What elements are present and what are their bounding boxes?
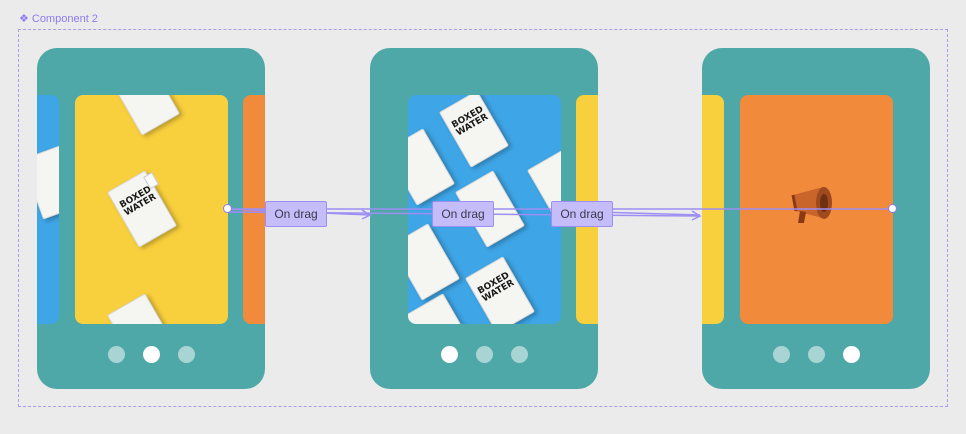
pagination-dot-active[interactable]	[440, 346, 458, 363]
pagination-dot-active[interactable]	[142, 346, 160, 363]
component-label[interactable]: ❖ Component 2	[19, 12, 98, 26]
carton-image	[408, 128, 456, 206]
carton-image	[106, 293, 178, 324]
pagination-dot[interactable]	[772, 346, 790, 363]
carton-image	[37, 144, 59, 220]
trigger-on-drag-3[interactable]: On drag	[551, 201, 613, 227]
component-frame[interactable]	[18, 29, 948, 407]
pagination-dot[interactable]	[510, 346, 528, 363]
pagination-dots	[702, 346, 930, 363]
pagination-dot[interactable]	[807, 346, 825, 363]
trigger-on-drag-2[interactable]: On drag	[432, 201, 494, 227]
slide-prev	[702, 95, 724, 324]
component-name: Component 2	[31, 12, 98, 25]
connection-start-node[interactable]	[223, 204, 232, 213]
pagination-dot[interactable]	[177, 346, 195, 363]
carton-image	[408, 223, 461, 301]
carton-image	[109, 95, 181, 136]
pagination-dots	[370, 346, 598, 363]
pagination-dot[interactable]	[107, 346, 125, 363]
slide-current[interactable]	[740, 95, 893, 324]
megaphone-image	[791, 187, 832, 223]
component-icon: ❖	[19, 13, 29, 25]
slide-prev	[37, 95, 59, 324]
carton-image	[408, 293, 476, 324]
connection-start-node[interactable]	[888, 204, 897, 213]
pagination-dot[interactable]	[475, 346, 493, 363]
phone-card-3[interactable]	[702, 48, 930, 389]
slide-next	[243, 95, 265, 324]
pagination-dot-active[interactable]	[842, 346, 860, 363]
pagination-dots	[37, 346, 265, 363]
trigger-on-drag-1[interactable]: On drag	[265, 201, 327, 227]
